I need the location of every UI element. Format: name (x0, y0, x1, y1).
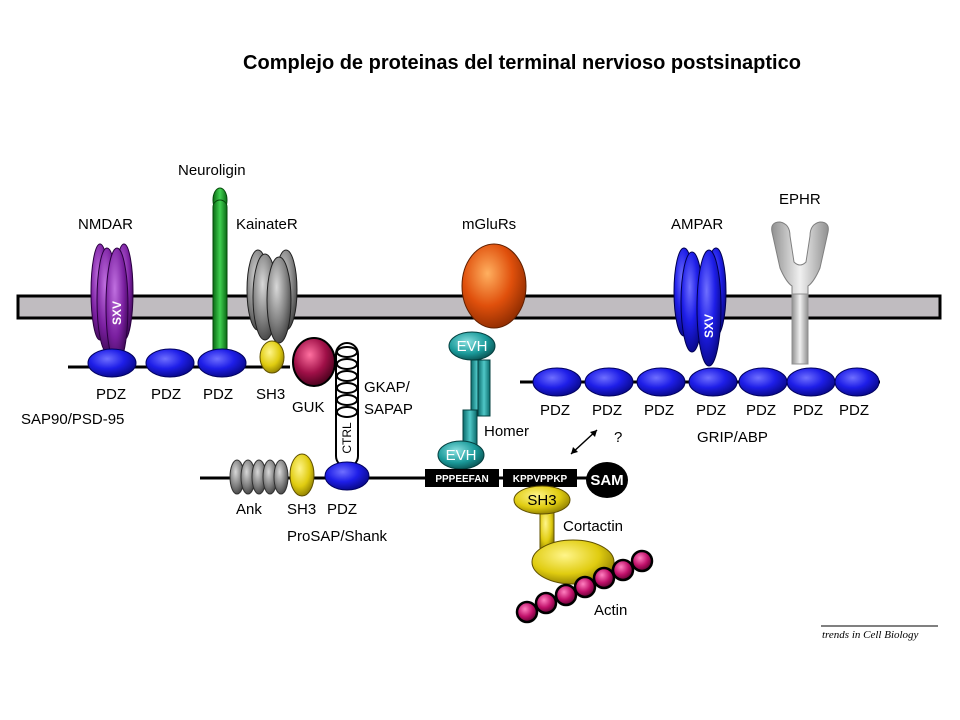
nmdar-label: NMDAR (78, 216, 133, 233)
ampar-label: AMPAR (671, 216, 723, 233)
sap90-pdz-3-label: PDZ (203, 386, 233, 403)
grip-pdz-6 (786, 367, 836, 397)
cortactin-sh3-label: SH3 (527, 492, 556, 509)
homer-protein (462, 359, 491, 449)
shank-label: ProSAP/Shank (287, 528, 388, 545)
grip-pdz-6-label: PDZ (793, 402, 823, 419)
gkap-ctrl-label: CTRL (340, 422, 354, 454)
mglurs-label: mGluRs (462, 216, 516, 233)
shank-pdz (324, 461, 370, 491)
gkap-label-line1: GKAP/ (364, 379, 411, 396)
shank-sh3-label: SH3 (287, 501, 316, 518)
grip-pdz-3-label: PDZ (644, 402, 674, 419)
homer-label: Homer (484, 423, 529, 440)
homer-evh-top (448, 331, 496, 361)
grip-label: GRIP/ABP (697, 429, 768, 446)
grip-pdz-5-label: PDZ (746, 402, 776, 419)
homer-evh-bottom-label: EVH (446, 447, 477, 464)
sap90-pdz-1-label: PDZ (96, 386, 126, 403)
gkap-label-line2: SAPAP (364, 401, 413, 418)
sap90-pdz-1 (87, 348, 137, 378)
grip-pdz-3 (636, 367, 686, 397)
shank-sh3 (289, 453, 315, 497)
homer-evh-top-label: EVH (457, 338, 488, 355)
kainater-label: KainateR (236, 216, 298, 233)
neuroligin-label: Neuroligin (178, 162, 246, 179)
ephr-label: EPHR (779, 191, 821, 208)
sam-domain (586, 462, 628, 498)
cortactin-label: Cortactin (563, 518, 623, 535)
grip-pdz-2-label: PDZ (592, 402, 622, 419)
guk-domain (292, 337, 336, 387)
ampar-sxv-label: SXV (702, 314, 716, 338)
sam-label: SAM (590, 472, 623, 489)
motif-pppeefan (425, 469, 499, 487)
grip-pdz-1 (532, 367, 582, 397)
grip-pdz-2 (584, 367, 634, 397)
neuroligin-receptor (212, 187, 228, 367)
ank-label: Ank (236, 501, 262, 518)
kainater-receptor (246, 249, 298, 344)
question-mark: ? (614, 429, 622, 446)
shank-pdz-label: PDZ (327, 501, 357, 518)
motif-kppvppkp (503, 469, 577, 487)
actin-filament (515, 549, 654, 624)
actin-label: Actin (594, 602, 627, 619)
sap90-label: SAP90/PSD-95 (21, 411, 124, 428)
motif-pppeefan-label: PPPEEFAN (435, 474, 488, 485)
credit-label: trends in Cell Biology (822, 629, 919, 641)
sap90-pdz-2 (145, 348, 195, 378)
ephr-receptor (771, 221, 829, 365)
ampar-receptor: SXV (673, 247, 727, 367)
grip-pdz-7 (834, 367, 880, 397)
grip-pdz-1-label: PDZ (540, 402, 570, 419)
ank-repeats (229, 459, 289, 495)
mglurs-receptor (461, 243, 527, 329)
sap90-pdz-2-label: PDZ (151, 386, 181, 403)
guk-label: GUK (292, 399, 325, 416)
nmdar-sxv-label: SXV (110, 301, 124, 325)
grip-pdz-4-label: PDZ (696, 402, 726, 419)
interaction-double-arrow (570, 429, 598, 455)
grip-pdz-7-label: PDZ (839, 402, 869, 419)
nmdar-receptor: SXV (90, 243, 134, 365)
grip-pdz-4 (688, 367, 738, 397)
motif-kppvppkp-label: KPPVPPKP (513, 474, 568, 485)
gkap-protein: CTRL (335, 342, 359, 468)
sap90-sh3-label: SH3 (256, 386, 285, 403)
page-title: Complejo de proteinas del terminal nervi… (243, 52, 801, 74)
grip-pdz-5 (738, 367, 788, 397)
cortactin-protein (531, 507, 615, 585)
cortactin-sh3 (513, 485, 571, 515)
sap90-pdz-3 (197, 348, 247, 378)
sap90-sh3 (259, 340, 285, 374)
